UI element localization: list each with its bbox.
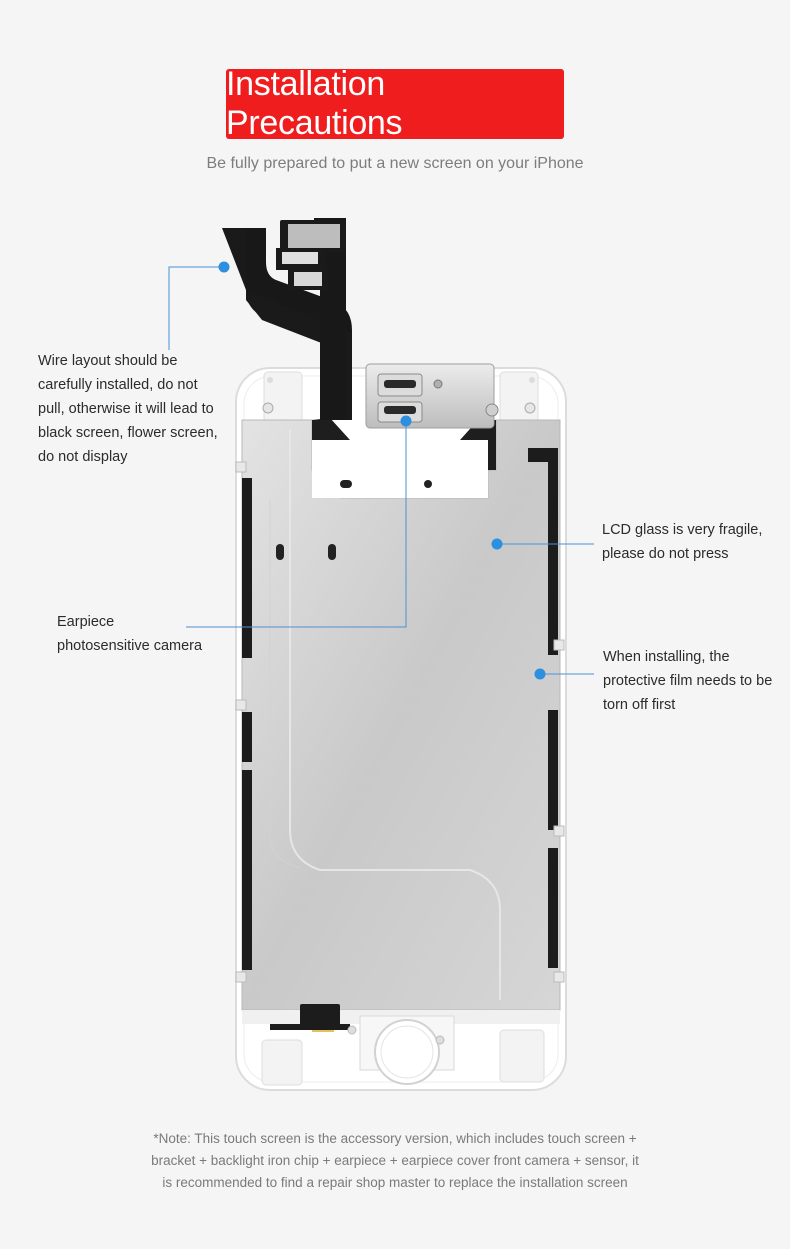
footnote-line: bracket + backlight iron chip + earpiece… [151,1153,639,1168]
footnote-line: is recommended to find a repair shop mas… [162,1175,628,1190]
wire-annotation: Wire layout should be carefully installe… [38,349,228,469]
footnote: *Note: This touch screen is the accessor… [120,1128,670,1194]
flex-cable [222,218,352,420]
wire-annotation-line: pull, otherwise it will lead to [38,401,214,417]
wire-annotation-line: Wire layout should be [38,353,178,369]
lcd-callout-dot [491,538,503,550]
earpiece-cover-bracket [262,363,536,429]
film-callout-dot [534,668,546,680]
film-annotation: When installing, the protective film nee… [603,645,783,717]
callout-lines [168,266,594,675]
earpiece-annotation-line: photosensitive camera [57,638,203,654]
title-banner: Installation Precautions [226,65,564,142]
wire-annotation-line: carefully installed, do not [38,377,198,393]
callout-dots [218,261,546,680]
page-subtitle: Be fully prepared to put a new screen on… [206,155,584,172]
earpiece-callout-line [186,421,407,628]
page-title: Installation Precautions [226,65,403,142]
earpiece-annotation-line: Earpiece [57,614,115,630]
film-annotation-line: torn off first [603,697,676,713]
film-annotation-line: When installing, the [603,649,730,665]
lcd-annotation-line: LCD glass is very fragile, [602,522,763,538]
wire-callout-dot [218,261,230,273]
lcd-annotation: LCD glass is very fragile, please do not… [602,518,782,566]
wire-callout-line [168,266,224,350]
footnote-line: *Note: This touch screen is the accessor… [153,1131,637,1146]
earpiece-callout-dot [400,415,412,427]
lcd-annotation-line: please do not press [602,546,729,562]
film-annotation-line: protective film needs to be [603,673,773,689]
wire-annotation-line: black screen, flower screen, [38,425,218,441]
home-button-area [242,1004,560,1085]
earpiece-annotation: Earpiece photosensitive camera [57,610,237,658]
wire-annotation-line: do not display [38,449,128,465]
backlight-iron-plate [235,419,565,1011]
